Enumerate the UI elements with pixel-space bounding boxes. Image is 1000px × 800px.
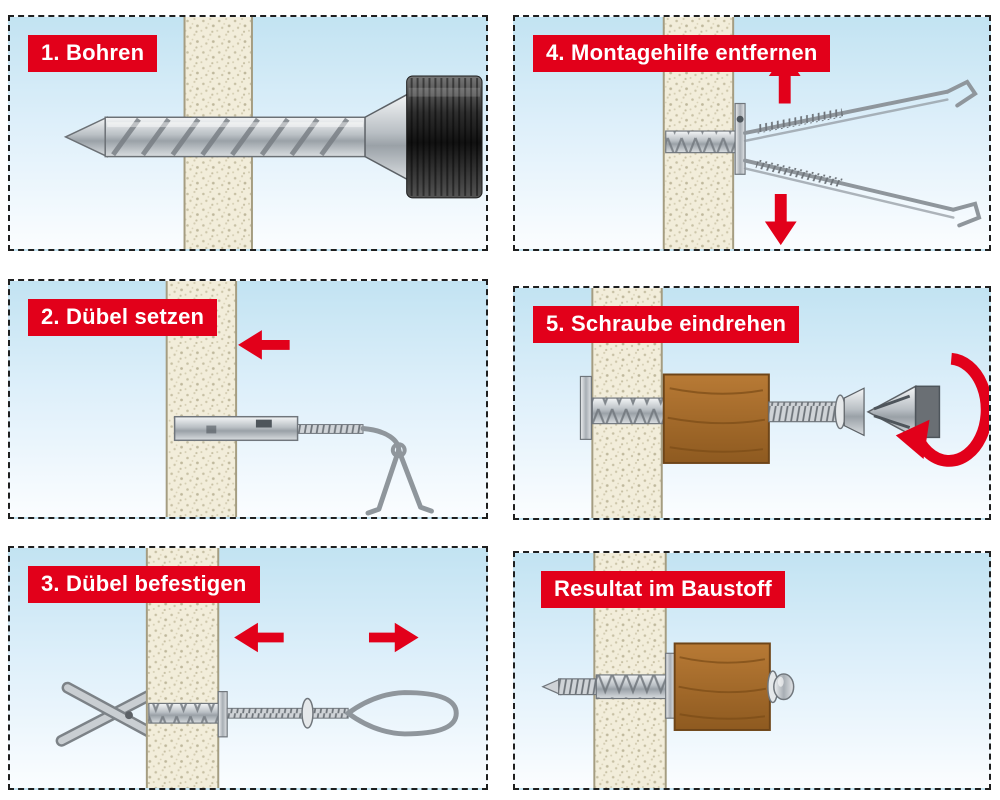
arrow-left-icon bbox=[234, 622, 284, 653]
wire-loop-handle bbox=[343, 690, 459, 737]
panel-step-5: 5. Schraube eindrehen bbox=[513, 286, 991, 520]
mounting-aid-lower bbox=[743, 158, 982, 228]
step-4-banner: 4. Montagehilfe entfernen bbox=[533, 35, 831, 72]
step-3-banner: 3. Dübel befestigen bbox=[28, 566, 260, 603]
panel-result: Resultat im Baustoff bbox=[513, 551, 991, 790]
anchor-sleeve bbox=[665, 102, 746, 175]
rotation-arrow-icon bbox=[895, 352, 989, 467]
arrow-left-icon bbox=[238, 330, 290, 360]
panel-step-2: 2. Dübel setzen bbox=[8, 279, 488, 519]
anchor-sleeve bbox=[595, 652, 676, 719]
anchor-sleeve bbox=[579, 375, 665, 440]
step-1-banner: 1. Bohren bbox=[28, 35, 158, 72]
anchor-sleeve bbox=[148, 691, 228, 738]
panel-step-4: 4. Montagehilfe entfernen bbox=[513, 15, 991, 251]
toggle-wings bbox=[55, 681, 161, 747]
mounting-aid-wire bbox=[360, 426, 434, 516]
screw bbox=[768, 387, 865, 437]
step-2-banner: 2. Dübel setzen bbox=[28, 299, 218, 336]
step-5-banner: 5. Schraube eindrehen bbox=[533, 306, 800, 343]
panel-step-3: 3. Dübel befestigen bbox=[8, 546, 488, 790]
wood-block bbox=[662, 373, 770, 464]
screwdriver bbox=[866, 385, 941, 439]
anchor-sleeve bbox=[173, 415, 299, 442]
illustration-drilling bbox=[63, 17, 483, 249]
mounting-aid-upper bbox=[743, 79, 978, 143]
panel-step-1: 1. Bohren bbox=[8, 15, 488, 251]
arrow-down-icon bbox=[764, 193, 797, 246]
drill-chuck bbox=[364, 75, 483, 199]
screw-tip bbox=[541, 677, 597, 696]
threaded-rod bbox=[226, 697, 349, 729]
threaded-rod bbox=[297, 424, 364, 434]
result-banner: Resultat im Baustoff bbox=[541, 571, 785, 608]
drill-bit bbox=[63, 116, 368, 158]
screw-head bbox=[767, 670, 795, 704]
arrow-right-icon bbox=[368, 622, 419, 653]
wood-block bbox=[673, 642, 771, 731]
